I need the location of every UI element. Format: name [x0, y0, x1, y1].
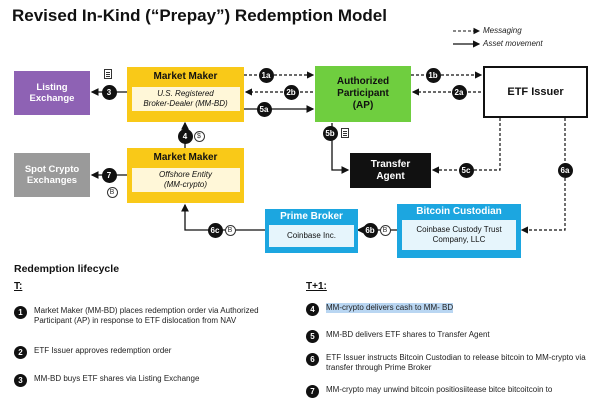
bitcoin-custodian-box: Bitcoin Custodian Coinbase Custody Trust…	[397, 204, 521, 258]
step-number: 7	[306, 385, 319, 398]
prime-broker-title: Prime Broker	[280, 211, 343, 222]
ap-line3: (AP)	[352, 100, 374, 111]
market-maker-bd-box: Market Maker U.S. Registered Broker-Deal…	[127, 67, 244, 122]
step-text: MM-BD delivers ETF shares to Transfer Ag…	[326, 330, 490, 339]
mm-crypto-subtitle: Offshore Entity (MM-crypto)	[131, 168, 240, 192]
mm-bd-sub2: Broker-Dealer (MM-BD)	[143, 99, 228, 108]
spot-crypto-line2: Exchanges	[26, 175, 78, 186]
document-icon	[104, 69, 112, 79]
step-text: MM-crypto may unwind bitcoin positiosiit…	[326, 385, 553, 394]
transfer-agent-box: Transfer Agent	[350, 153, 431, 188]
lifecycle-step-7: 7 MM-crypto may unwind bitcoin positiosi…	[306, 385, 591, 398]
step-number: 6	[306, 353, 319, 366]
step-text: ETF Issuer instructs Bitcoin Custodian t…	[326, 353, 586, 372]
arrow-6a	[520, 118, 566, 234]
step-text-highlighted: MM-crypto delivers cash to MM- BD	[326, 303, 454, 313]
arrow-5c	[431, 118, 501, 174]
marker-2b: 2b	[283, 84, 299, 100]
document-icon	[341, 128, 349, 138]
step-text: ETF Issuer approves redemption order	[34, 346, 172, 355]
mm-crypto-sub2: (MM-crypto)	[163, 180, 208, 189]
spot-crypto-box: Spot Crypto Exchanges	[14, 153, 90, 197]
marker-5c: 5c	[458, 162, 474, 178]
legend-asset-movement: Asset movement	[483, 39, 543, 48]
lifecycle-step-1: 1 Market Maker (MM-BD) places redemption…	[14, 306, 284, 326]
marker-6c: 6c	[207, 222, 223, 238]
listing-exchange-line2: Exchange	[29, 93, 75, 104]
marker-7: 7	[101, 167, 117, 183]
marker-4: 4	[177, 128, 193, 144]
transfer-agent-line1: Transfer	[370, 158, 411, 170]
lifecycle-step-5: 5 MM-BD delivers ETF shares to Transfer …	[306, 330, 591, 343]
marker-5b: 5b	[322, 125, 338, 141]
mm-bd-title: Market Maker	[153, 71, 218, 82]
marker-6a: 6a	[557, 162, 573, 178]
t-label: T:	[14, 281, 23, 292]
legend-messaging: Messaging	[483, 26, 522, 35]
ap-line1: Authorized	[336, 76, 390, 87]
marker-5a: 5a	[256, 101, 272, 117]
custodian-sub2: Company, LLC	[432, 235, 486, 244]
marker-1a: 1a	[258, 67, 274, 83]
bitcoin-coin-icon: B	[379, 224, 391, 236]
t1-label: T+1:	[306, 281, 327, 292]
step-number: 1	[14, 306, 27, 319]
step-text: MM-BD buys ETF shares via Listing Exchan…	[34, 374, 200, 383]
marker-1b: 1b	[425, 67, 441, 83]
custodian-subtitle: Coinbase Custody Trust Company, LLC	[402, 220, 516, 250]
marker-2a: 2a	[451, 84, 467, 100]
step-number: 4	[306, 303, 319, 316]
lifecycle-heading: Redemption lifecycle	[14, 263, 120, 275]
mm-bd-sub1: U.S. Registered	[157, 89, 214, 98]
market-maker-crypto-box: Market Maker Offshore Entity (MM-crypto)	[127, 148, 244, 203]
listing-exchange-box: Listing Exchange	[14, 71, 90, 115]
arrow-6c	[181, 203, 265, 231]
lifecycle-step-3: 3 MM-BD buys ETF shares via Listing Exch…	[14, 374, 284, 387]
spot-crypto-line1: Spot Crypto	[24, 164, 80, 175]
step-number: 5	[306, 330, 319, 343]
page-title: Revised In-Kind (“Prepay”) Redemption Mo…	[12, 6, 387, 25]
dollar-coin-icon: $	[193, 130, 205, 142]
step-text: Market Maker (MM-BD) places redemption o…	[34, 306, 259, 325]
custodian-title: Bitcoin Custodian	[416, 206, 502, 217]
ap-line2: Participant	[337, 88, 389, 99]
mm-crypto-title: Market Maker	[153, 152, 218, 163]
marker-3: 3	[101, 84, 117, 100]
prime-broker-sub: Coinbase Inc.	[269, 225, 354, 247]
lifecycle-step-6: 6 ETF Issuer instructs Bitcoin Custodian…	[306, 353, 591, 373]
listing-exchange-line1: Listing	[36, 82, 68, 93]
bitcoin-coin-icon: B	[224, 224, 236, 236]
marker-6b: 6b	[362, 222, 378, 238]
lifecycle-step-2: 2 ETF Issuer approves redemption order	[14, 346, 284, 359]
prime-broker-box: Prime Broker Coinbase Inc.	[265, 209, 358, 253]
mm-crypto-sub1: Offshore Entity	[159, 170, 212, 179]
step-number: 3	[14, 374, 27, 387]
step-number: 2	[14, 346, 27, 359]
flow-arrows	[90, 27, 566, 234]
lifecycle-step-4: 4 MM-crypto delivers cash to MM- BD	[306, 303, 591, 316]
mm-bd-subtitle: U.S. Registered Broker-Dealer (MM-BD)	[131, 87, 240, 111]
bitcoin-coin-icon: B	[106, 186, 118, 198]
custodian-sub1: Coinbase Custody Trust	[416, 225, 502, 234]
etf-issuer-box: ETF Issuer	[483, 66, 588, 118]
authorized-participant-box: Authorized Participant (AP)	[315, 66, 411, 122]
transfer-agent-line2: Agent	[376, 170, 405, 182]
etf-issuer-label: ETF Issuer	[507, 86, 564, 98]
